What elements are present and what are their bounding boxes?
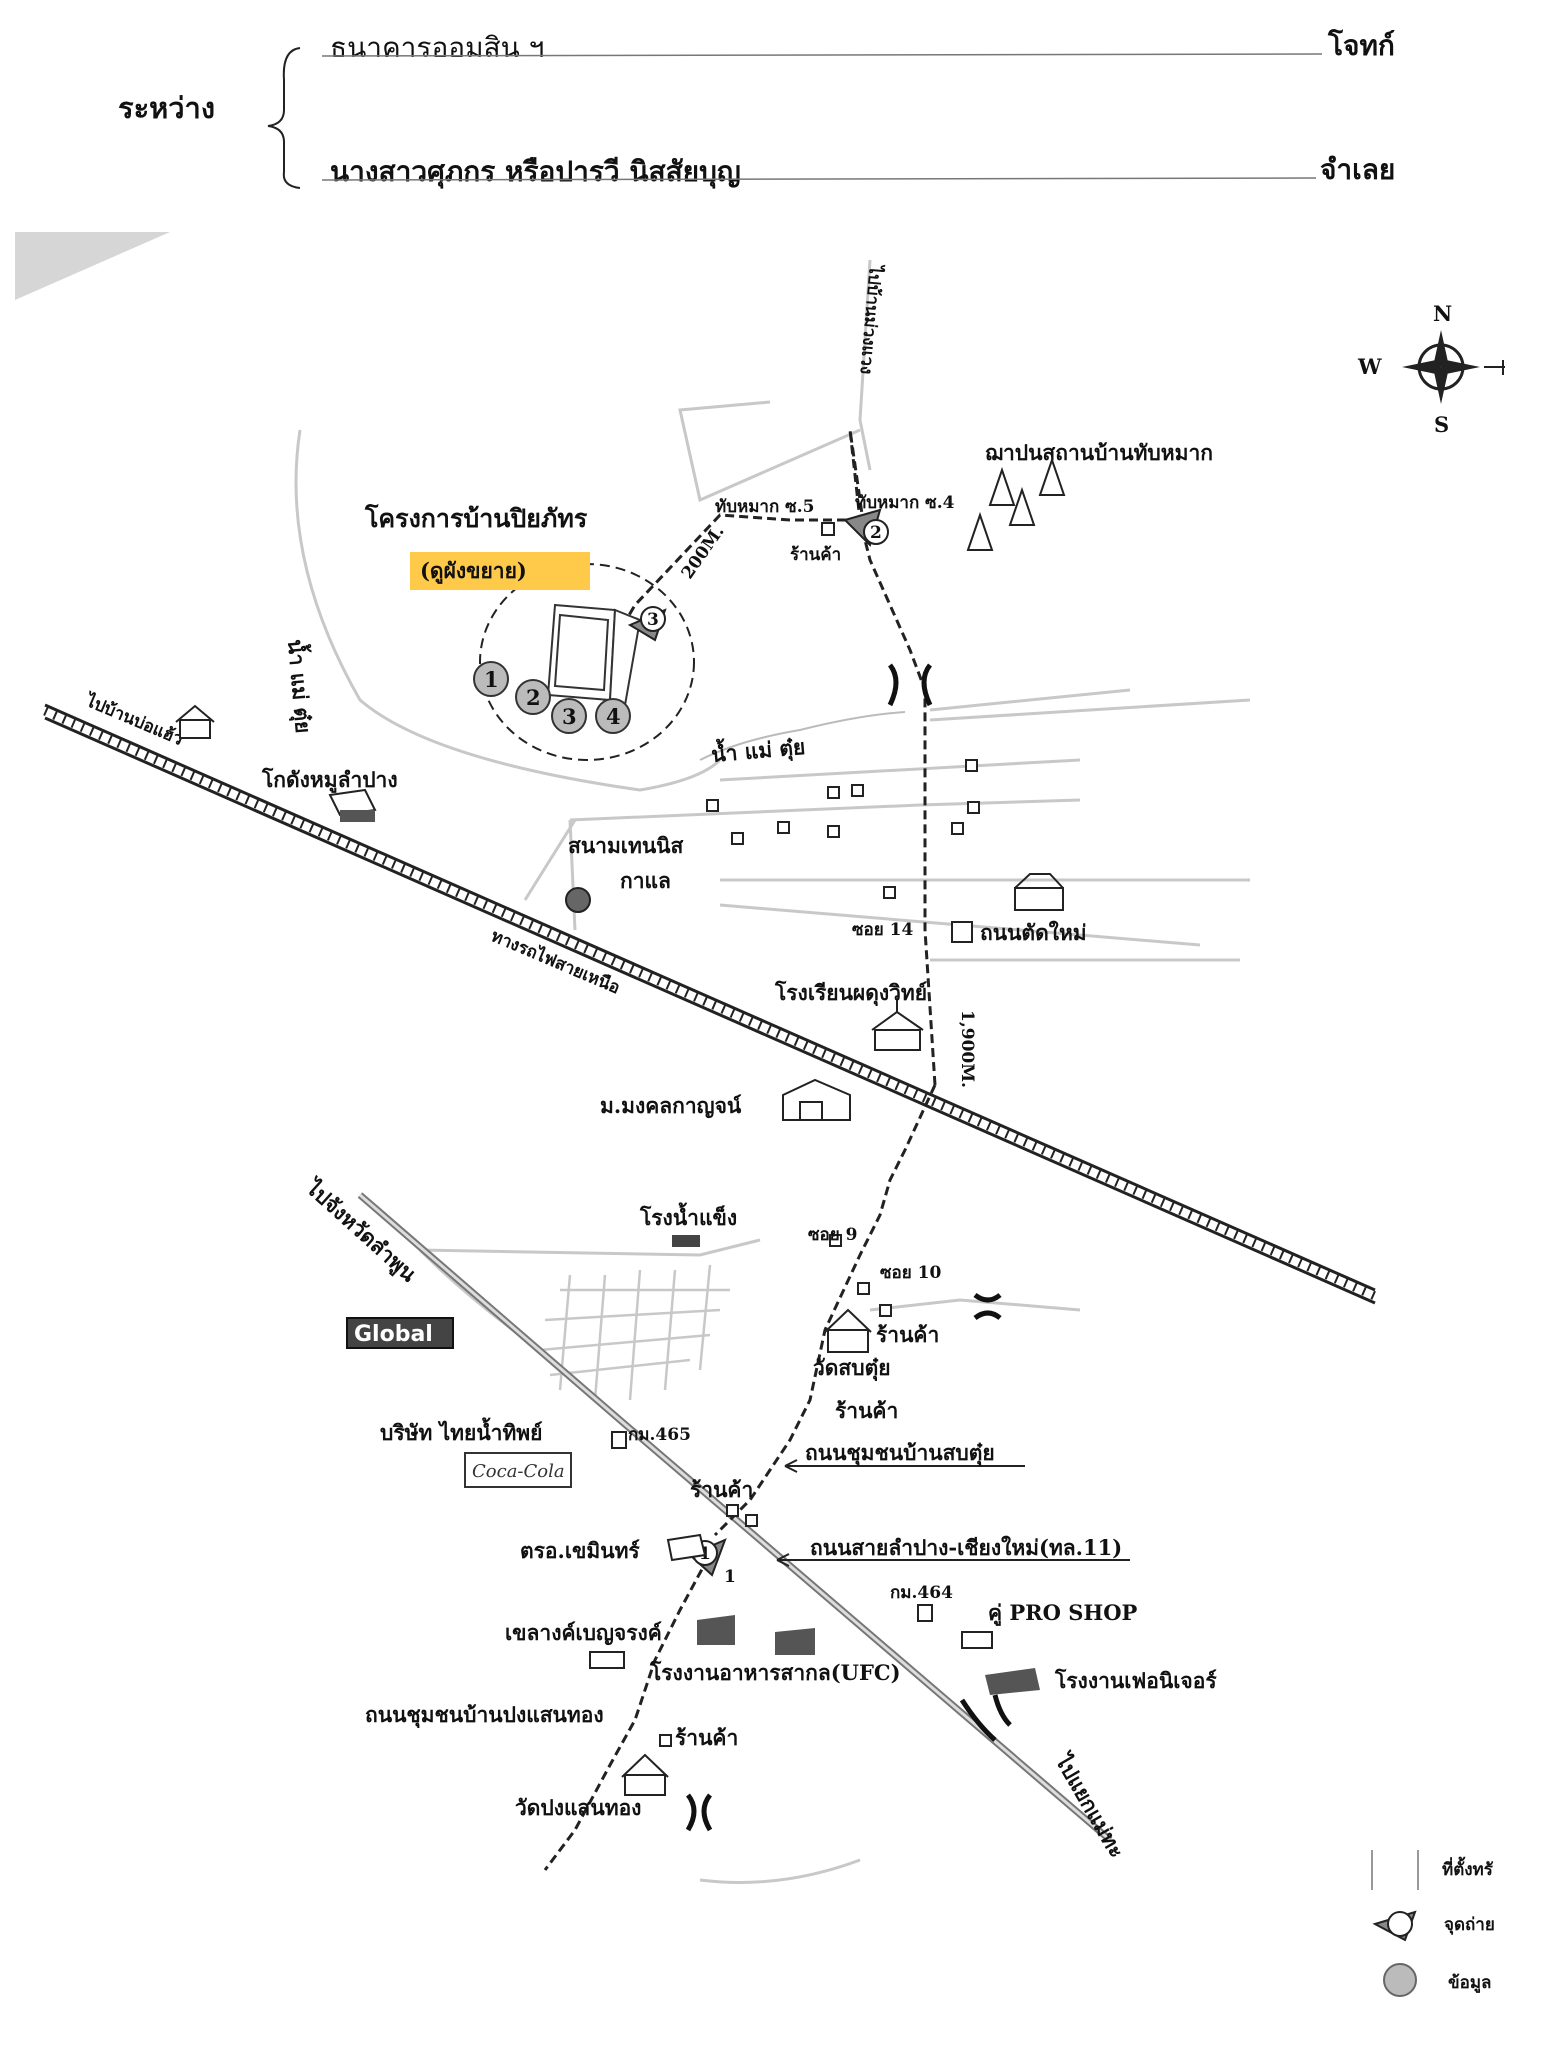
thai-water-company: บริษัท ไทยน้ำทิพย์ — [380, 1417, 542, 1445]
soi-10: ซอย 10 — [880, 1263, 941, 1283]
mae-tui-river-left: น้ำ แม่ ตุ๋ย — [281, 638, 319, 734]
warehouse-icon — [328, 788, 377, 822]
crematorium-label: ฌาปนสถานบ้านทับหมาก — [985, 440, 1213, 465]
khelang-icon — [589, 1651, 625, 1669]
expand-note-highlight — [410, 552, 590, 590]
distance-200m: 200M. — [678, 522, 729, 583]
compass-west: W — [1357, 354, 1382, 379]
access-route — [543, 429, 937, 1871]
building-icon-east — [1014, 873, 1064, 911]
km-465: กม.465 — [628, 1425, 691, 1445]
wat-pong-saen-thong: วัดปงแสนทอง — [515, 1795, 641, 1820]
plot-circles — [473, 661, 631, 734]
village-house-icon — [782, 1078, 851, 1121]
photo-point-marker-3 — [627, 606, 667, 642]
crematorium-icons — [966, 456, 1066, 551]
legend — [1371, 1850, 1419, 1997]
police-station: ตรอ.เขมินทร์ — [520, 1538, 640, 1563]
police-station-icon — [666, 1533, 707, 1562]
to-ban-muang-waeng: ไปบ้านม่วงแวง — [856, 263, 887, 376]
wat-sop-tui: วัดสบตุ๋ย — [813, 1355, 891, 1382]
new-cut-road: ถนนตัดใหม่ — [980, 920, 1087, 945]
ban-sop-tui-road: ถนนชุมชนบ้านสบตุ๋ย — [805, 1440, 995, 1467]
photo-point-marker-2 — [843, 508, 889, 547]
photo-point-3-label: 3 — [647, 610, 659, 630]
defendant-role: จำเลย — [1320, 153, 1396, 186]
mae-tui-river-line — [699, 711, 906, 761]
coca-cola-logo: Coca-Cola — [472, 1461, 565, 1482]
scan-smudge — [15, 232, 170, 300]
plot-label-3: 3 — [562, 704, 577, 729]
galae-label: กาแล — [620, 868, 671, 893]
seven-eleven-icon — [951, 921, 973, 943]
global-logo-box — [346, 1317, 454, 1349]
header-brace — [267, 47, 1323, 189]
housing-grid — [539, 1264, 730, 1401]
expand-note: (ดูผังขยาย) — [420, 558, 527, 585]
legend-site-label: ที่ตั้งทรั — [1442, 1856, 1494, 1880]
ban-pong-saen-thong-road: ถนนชุมชนบ้านปงแสนทอง — [365, 1702, 604, 1729]
house-icon-bo-haeo — [175, 704, 215, 739]
arrow-ban-sop-tui — [784, 1459, 1025, 1473]
shop-label-4: ร้านค้า — [690, 1477, 753, 1502]
shop-icon-5 — [659, 1734, 672, 1747]
ice-factory-icon — [672, 1235, 700, 1247]
ice-factory: โรงน้ำแข็ง — [639, 1202, 737, 1230]
km-marker-464 — [917, 1604, 933, 1622]
furniture-factory: โรงงานเฟอนิเจอร์ — [1054, 1668, 1217, 1693]
soi-9: ซอย 9 — [808, 1225, 857, 1245]
plot-label-1: 1 — [484, 667, 499, 692]
bridge-symbols — [685, 663, 1012, 1832]
legend-photo-label: จุดถ่าย — [1444, 1915, 1495, 1935]
to-mae-tha-junction: ไปแยกแม่ทะ — [1050, 1748, 1130, 1862]
shop-icon — [821, 522, 835, 536]
furniture-factory-icon — [985, 1668, 1040, 1695]
factory-icons — [697, 1615, 815, 1655]
tap-mak-soi5: ทับหมาก ซ.5 — [715, 497, 814, 517]
phadung-school: โรงเรียนผดุงวิทย์ — [774, 980, 927, 1007]
plaintiff-name: ธนาคารออมสิน ฯ — [330, 31, 545, 64]
tap-mak-soi4: ทับหมาก ซ.4 — [855, 493, 955, 513]
shop-label-1: ร้านค้า — [790, 545, 841, 565]
global-logo: Global — [354, 1322, 433, 1347]
soi-14: ซอย 14 — [852, 920, 913, 940]
km-marker-465 — [611, 1431, 627, 1449]
pro-shop-icon — [961, 1631, 993, 1649]
school-icon — [871, 1000, 924, 1051]
legend-info-label: ข้อมูล — [1448, 1973, 1491, 1994]
shop-label-5: ร้านค้า — [675, 1725, 738, 1750]
compass-rose — [1402, 330, 1505, 404]
railway-line — [43, 703, 1377, 1305]
project-building — [546, 603, 642, 707]
compass-north: N — [1433, 301, 1452, 326]
khelang-benjarong: เขลางค์เบญจรงค์ — [505, 1620, 662, 1646]
project-title: โครงการบ้านปิยภัทร — [364, 503, 588, 533]
arrow-lampang-cm-road — [776, 1553, 1130, 1567]
temple-icon-pong-saen-thong — [621, 1753, 669, 1796]
ufc-factory: โรงงานอาหารสากล(UFC) — [649, 1660, 901, 1685]
coca-cola-logo-box — [464, 1452, 572, 1488]
shop-label-3: ร้านค้า — [835, 1398, 898, 1423]
defendant-name: นางสาวศุภกร หรือปารวี นิสสัยบุญ — [330, 155, 741, 188]
tennis-court: สนามเทนนิส — [568, 833, 684, 858]
shop-label-2: ร้านค้า — [876, 1322, 939, 1347]
plaintiff-role: โจทก์ — [1328, 29, 1395, 62]
temple-icon-sop-tui — [824, 1308, 872, 1353]
pork-warehouse: โกดังหมูลำปาง — [261, 767, 398, 794]
plot-label-2: 2 — [526, 685, 541, 710]
mae-tui-river-right: น้ำ แม่ ตุ๋ย — [710, 731, 806, 769]
pro-shop: คู่ PRO SHOP — [988, 1600, 1138, 1627]
compass-south: S — [1434, 412, 1449, 437]
lampang-cm-road: ถนนสายลำปาง-เชียงใหม่(ทล.11) — [810, 1535, 1122, 1560]
tree-icon — [565, 887, 591, 913]
plot-label-4: 4 — [606, 704, 621, 729]
mongkol-village: ม.มงคลกาญจน์ — [600, 1093, 742, 1119]
km-464: กม.464 — [890, 1583, 953, 1603]
house-icons — [706, 759, 980, 1527]
distance-1900m: 1,900M. — [957, 1010, 977, 1088]
photo-point-2-label: 2 — [870, 523, 882, 543]
between-label: ระหว่าง — [118, 91, 215, 125]
point-1-label: 1 — [724, 1567, 736, 1587]
